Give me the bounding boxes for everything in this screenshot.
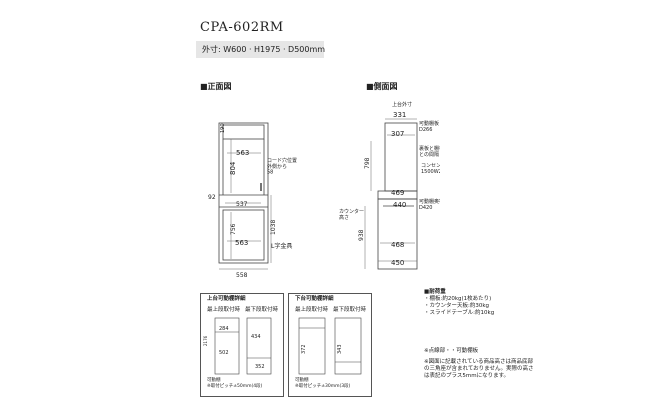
front-view-heading: ■正面図 [200,82,232,91]
note-dotted: ※点線部・・可動棚板 [424,348,479,354]
label-563-top: 563 [236,149,249,157]
svg-text:284: 284 [219,326,229,332]
upper-col2: 最下段取付時 [245,307,279,313]
upper-col1: 最上段取付時 [207,307,241,313]
product-title: CPA-602RM [200,20,284,35]
label-798: 798 [364,157,371,169]
drawing-notes: ※点線部・・可動棚板 ※図面に記載されている商品高さは商品底部の三角座が含まれて… [424,348,534,380]
label-468: 468 [391,241,404,249]
label-537: 537 [236,201,248,208]
label-190: 190 [220,123,226,133]
spec-line: ・棚板:約20kg(1枚あたり) [424,296,492,302]
label-756: 756 [230,223,237,235]
lower-detail-drawing: 372 343 [298,317,362,375]
label-307: 307 [391,130,404,138]
upper-detail-note: 可動棚 ※取付ピッチ±50mm(4段) [207,378,263,389]
dimension-bar [196,41,324,58]
lower-col1: 最上段取付時 [295,307,329,313]
label-92: 92 [208,194,216,201]
label-slide: 可動棚奥行D420 [419,198,440,211]
label-1038: 1038 [270,220,277,235]
svg-text:372: 372 [301,344,307,354]
svg-text:502: 502 [219,350,229,356]
label-938: 938 [358,229,365,241]
label-lbracket: L字金具 [271,242,292,250]
label-gap: 裏板と棚板との間隔 15 [419,145,440,158]
lower-shelf-detail: 下台可動棚詳細 最上段取付時 最下段取付時 372 343 可動棚 ※取付ピッチ… [288,293,372,397]
note-height: ※図面に記載されている商品高さは商品底部の三角座が含まれておりません。実際の高さ… [424,359,534,379]
svg-text:434: 434 [251,334,261,340]
lower-detail-heading: 下台可動棚詳細 [295,296,334,302]
label-counter: カウンター高さ [339,208,364,221]
label-450: 450 [391,259,404,267]
upper-shelf-detail: 上台可動棚詳細 最上段取付時 最下段取付時 284 502 434 352 21… [200,293,284,397]
upper-detail-drawing: 284 502 434 352 2176 [203,317,272,375]
svg-text:2176: 2176 [203,335,208,346]
lower-col2: 最下段取付時 [333,307,367,313]
label-469: 469 [391,189,404,197]
lower-detail-note: 可動棚 ※取付ピッチ±30mm(3段) [295,378,351,389]
upper-detail-heading: 上台可動棚詳細 [207,296,246,302]
front-outline [218,122,269,264]
load-capacity: ■耐荷重 ・棚板:約20kg(1枚あたり) ・カウンター天板:約30kg ・スラ… [424,289,534,317]
svg-text:352: 352 [255,364,265,370]
spec-line: ・スライドテーブル:約10kg [424,310,495,316]
side-view-heading: ■側面図 [366,82,398,91]
label-563-bot: 563 [235,239,248,247]
label-558: 558 [236,272,248,279]
label-331: 331 [393,111,406,119]
label-outer: 上台外寸 [392,101,412,108]
label-804: 804 [229,161,237,175]
spec-line: ・カウンター天板:約30kg [424,303,490,309]
svg-text:343: 343 [337,344,343,354]
specs-heading: ■耐荷重 [424,289,446,295]
label-440: 440 [393,201,406,209]
dimension-text: 外寸: W600 · H1975 · D500mm [202,45,326,54]
label-outlet: コンセント1500W2 口 [421,163,440,175]
